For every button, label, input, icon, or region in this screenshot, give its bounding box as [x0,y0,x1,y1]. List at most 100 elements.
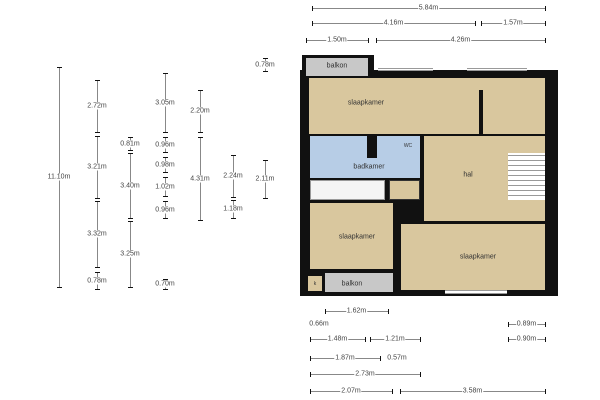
dimension-tick [508,337,509,342]
dimension-tick [545,389,546,394]
dimension-tick [263,71,268,72]
dimension-label: 2.73m [354,370,376,378]
dimension-tick [163,177,168,178]
balkon-bottom [325,273,393,292]
dimension-label: 4.31m [189,175,211,182]
dimension-tick [325,309,326,314]
dimension-label: 1.48m [326,335,349,343]
dimension-tick [306,38,307,43]
dimension-tick [95,201,100,202]
dimension-tick [310,389,311,394]
dimension-label: 3.25m [119,250,141,258]
dimension-label: 0.96m [154,206,176,213]
dimension-label: 0.81m [119,140,141,147]
dimension-tick [263,160,268,161]
dimension-tick [263,58,268,59]
room-label: slaapkamer [459,253,497,261]
dimension-label: 5.84m [417,4,440,12]
dimension-tick [231,200,236,201]
dimension-tick [400,389,401,394]
dimension-tick [263,198,268,199]
badkamer [310,136,420,178]
dimension-tick [312,6,313,11]
dimension-tick [545,337,546,342]
dimension-label: 1.62m [345,307,368,315]
dimension-tick [163,152,168,153]
dimension-tick [163,196,168,197]
room-label: WC [403,143,413,149]
window [378,68,433,71]
dimension-label: 3.05m [154,99,176,106]
dimension-tick [163,218,168,219]
dimension-tick [198,90,203,91]
dimension-tick [128,218,133,219]
dimension-tick [310,356,311,361]
dimension-label: 0.98m [154,161,176,168]
dimension-tick [368,38,369,43]
dimension-label: 1.57m [502,19,524,27]
dimension-label: 0.89m [515,320,538,328]
dimension-tick [312,21,313,26]
room-label: balkon [341,280,363,288]
dimension-tick [231,155,236,156]
dimension-label: 2.11m [254,175,276,183]
dimension-tick [163,73,168,74]
dimension-label: 1.50m [326,36,348,44]
dimension-tick [420,372,421,377]
dimension-tick [508,322,509,327]
dimension-label: 4.26m [449,36,472,44]
dimension-tick [128,153,133,154]
slaapkamer-right [401,224,545,290]
dimension-tick [163,289,168,290]
dimension-tick [163,132,168,133]
dimension-label: 4.16m [382,19,405,27]
dimension-label: 3.58m [461,387,484,395]
dimension-tick [95,272,100,273]
stairs [508,153,545,200]
wall [367,136,377,158]
dimension-label: 0.57m [386,354,408,362]
balkon-top [306,58,368,76]
dimension-tick [128,137,133,138]
k-storage [308,276,322,291]
dimension-tick [310,372,311,377]
dimension-tick [388,309,389,314]
dimension-tick [198,137,203,138]
dimension-tick [163,137,168,138]
dimension-label: 3.40m [119,182,141,189]
dimension-tick [481,21,482,26]
dimension-tick [163,201,168,202]
dimension-tick [95,132,100,133]
dimension-label: 2.20m [189,107,211,115]
dimension-tick [128,150,133,151]
dimension-tick [420,337,421,342]
dimension-tick [310,337,311,342]
dimension-label: 0.78m [254,61,276,68]
dimension-label: 3.32m [86,230,108,238]
dimension-label: 11.10m [46,173,72,181]
dimension-tick [380,356,381,361]
dimension-tick [95,80,100,81]
slaapkamer-top [309,78,545,134]
slaapkamer-left [310,203,393,269]
dimension-label: 1.18m [222,205,244,213]
dimension-tick [392,389,393,394]
dimension-label: 0.66m [308,320,330,328]
dimension-label: 3.21m [86,163,108,171]
dimension-tick [128,221,133,222]
dimension-tick [95,289,100,290]
dimension-label: 1.21m [384,335,406,343]
dimension-tick [128,287,133,288]
dimension-tick [545,6,546,11]
dimension-label: 0.90m [515,335,538,343]
balcony-door [445,290,507,294]
room-label: slaapkamer [347,99,385,107]
wall [479,90,483,134]
dimension-tick [545,38,546,43]
dimension-tick [231,218,236,219]
dimension-label: 1.02m [154,183,176,190]
dimension-tick [231,197,236,198]
dimension-label: 1.87m [334,354,356,362]
dimension-tick [545,21,546,26]
room-label: slaapkamer [338,233,376,241]
